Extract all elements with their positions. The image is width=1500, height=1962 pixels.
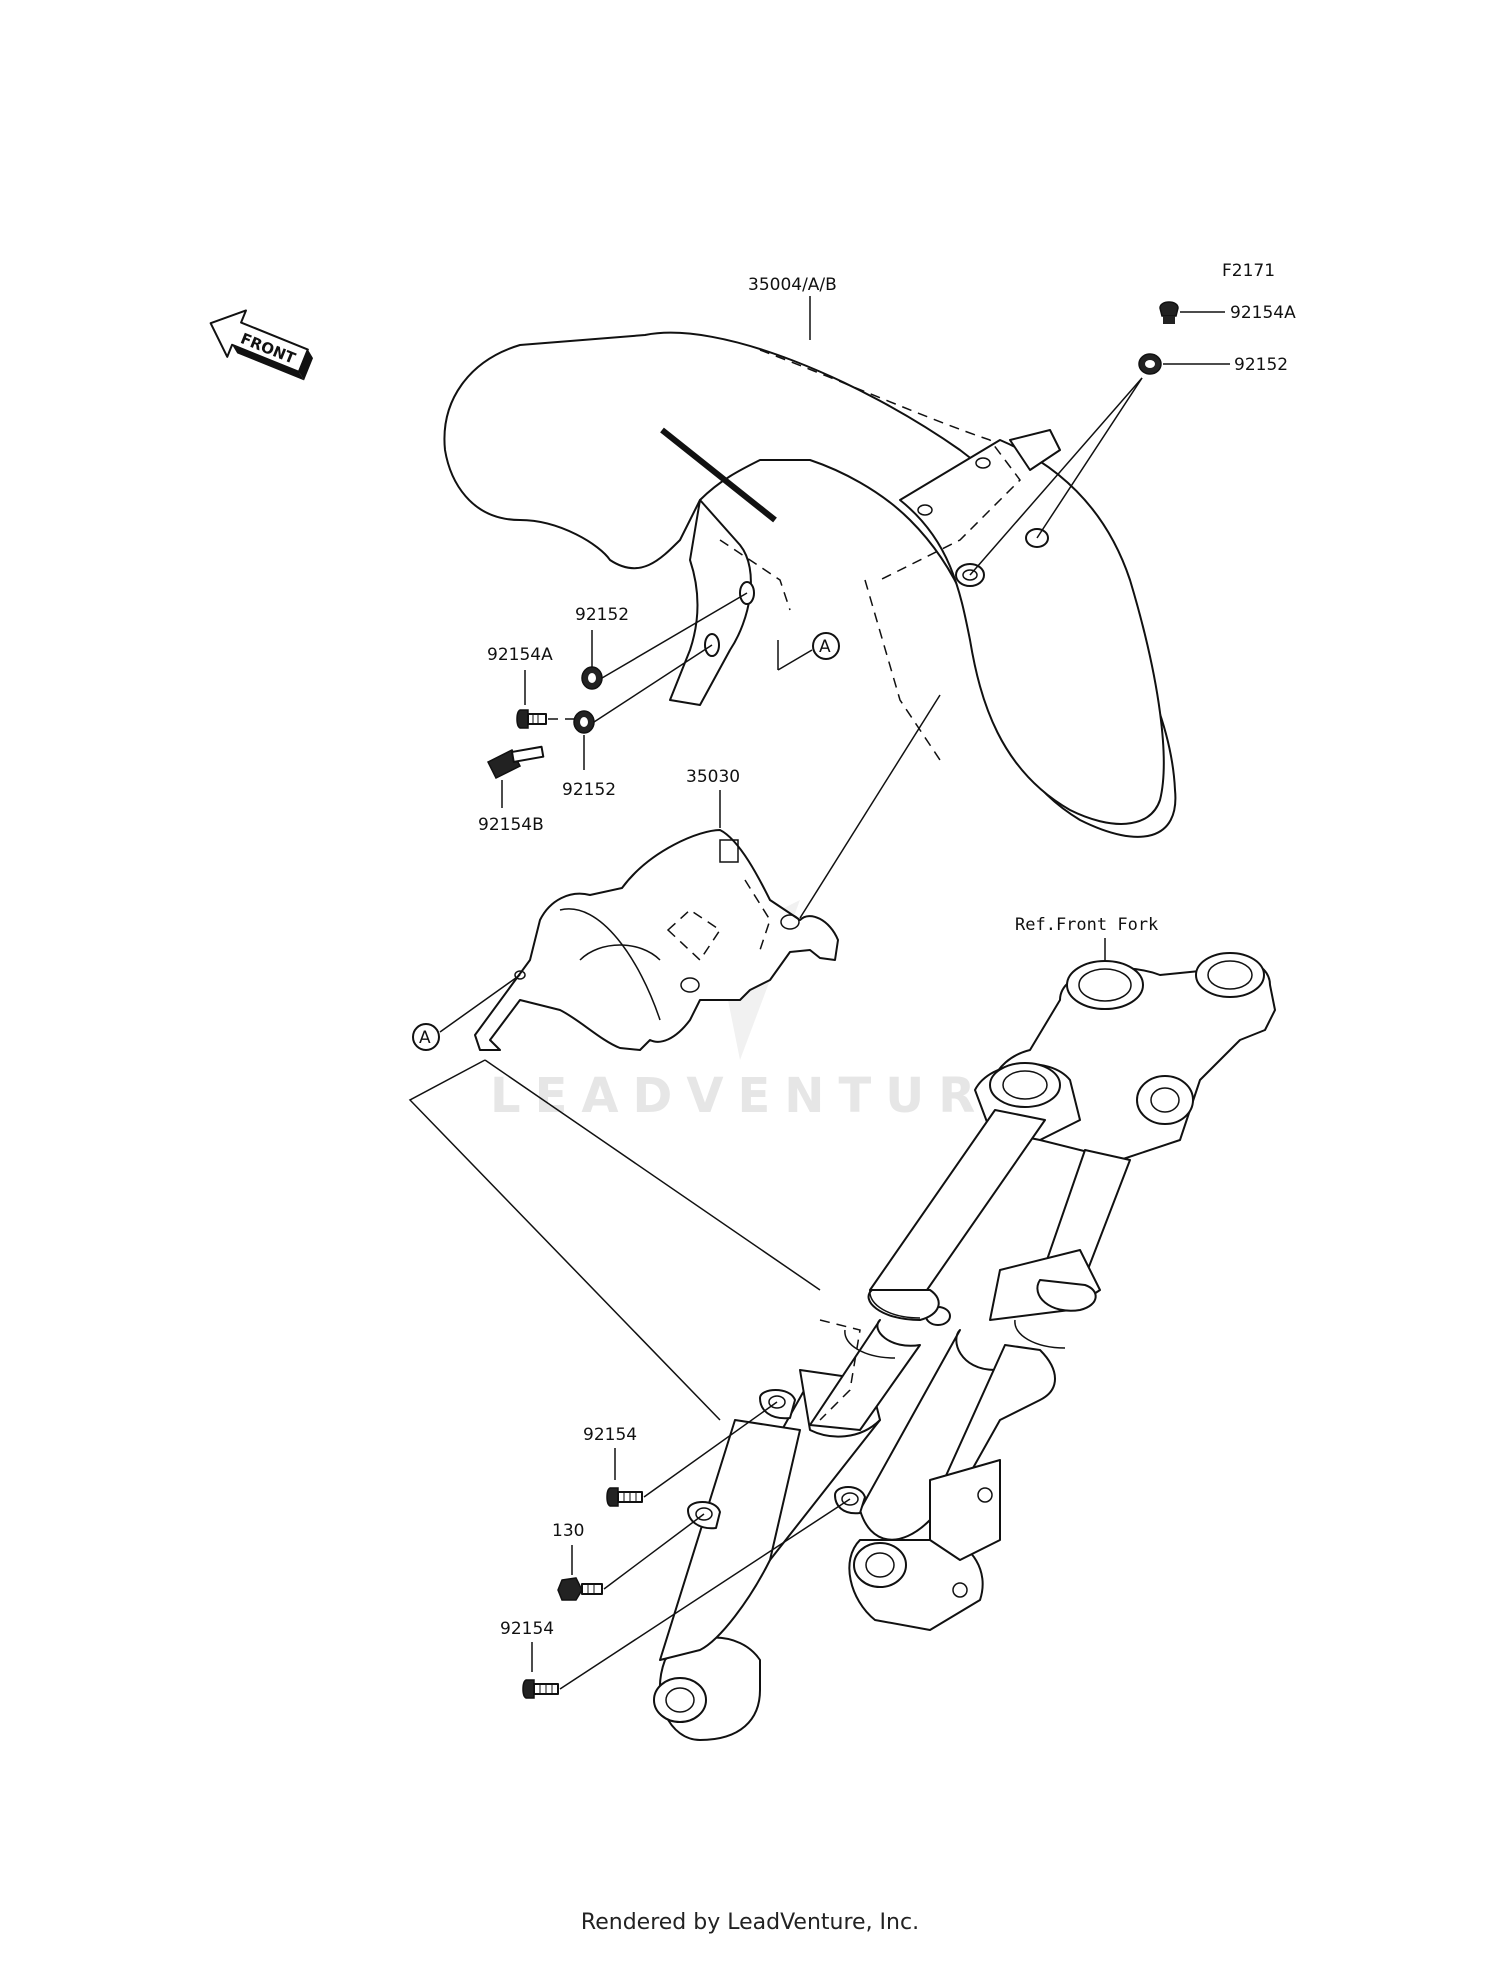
top-right-washer-label: 92152	[1234, 355, 1288, 375]
left-washer-lower	[573, 710, 595, 734]
inner-fender	[474, 829, 839, 1051]
fork-bolt-upper	[606, 1487, 643, 1507]
fork-bolt-mid	[557, 1577, 603, 1601]
top-right-washer	[1138, 353, 1162, 375]
left-bolt-label: 92154A	[487, 645, 553, 665]
inner-fender-label: 35030	[686, 767, 740, 787]
callout-a-upper-text: A	[819, 637, 831, 657]
fork-bolt-upper-label: 92154	[583, 1425, 637, 1445]
ref-fork-label: Ref.Front Fork	[1015, 915, 1158, 935]
fork-bolt-mid-label: 130	[552, 1521, 584, 1541]
left-washer-upper-label: 92152	[575, 605, 629, 625]
callout-a-lower	[412, 1023, 440, 1051]
callout-a-upper	[812, 632, 840, 660]
watermark-text: LEADVENTURE	[490, 1068, 1036, 1124]
left-washer-lower-label: 92152	[562, 780, 616, 800]
diagram-code: F2171	[1222, 261, 1275, 281]
fork-bolt-lower-label: 92154	[500, 1619, 554, 1639]
front-arrow-icon: FRONT	[209, 309, 314, 381]
left-stud	[486, 745, 545, 780]
top-right-bolt	[1159, 301, 1179, 324]
front-fender	[443, 331, 1177, 838]
callout-a-lower-text: A	[419, 1028, 431, 1048]
fender-part-label: 35004/A/B	[748, 275, 837, 295]
left-stud-label: 92154B	[478, 815, 544, 835]
footer-credit: Rendered by LeadVenture, Inc.	[580, 1910, 920, 1935]
left-washer-upper	[581, 666, 603, 690]
top-right-bolt-label: 92154A	[1230, 303, 1296, 323]
left-bolt	[516, 709, 547, 729]
fork-bolt-lower	[522, 1679, 559, 1699]
